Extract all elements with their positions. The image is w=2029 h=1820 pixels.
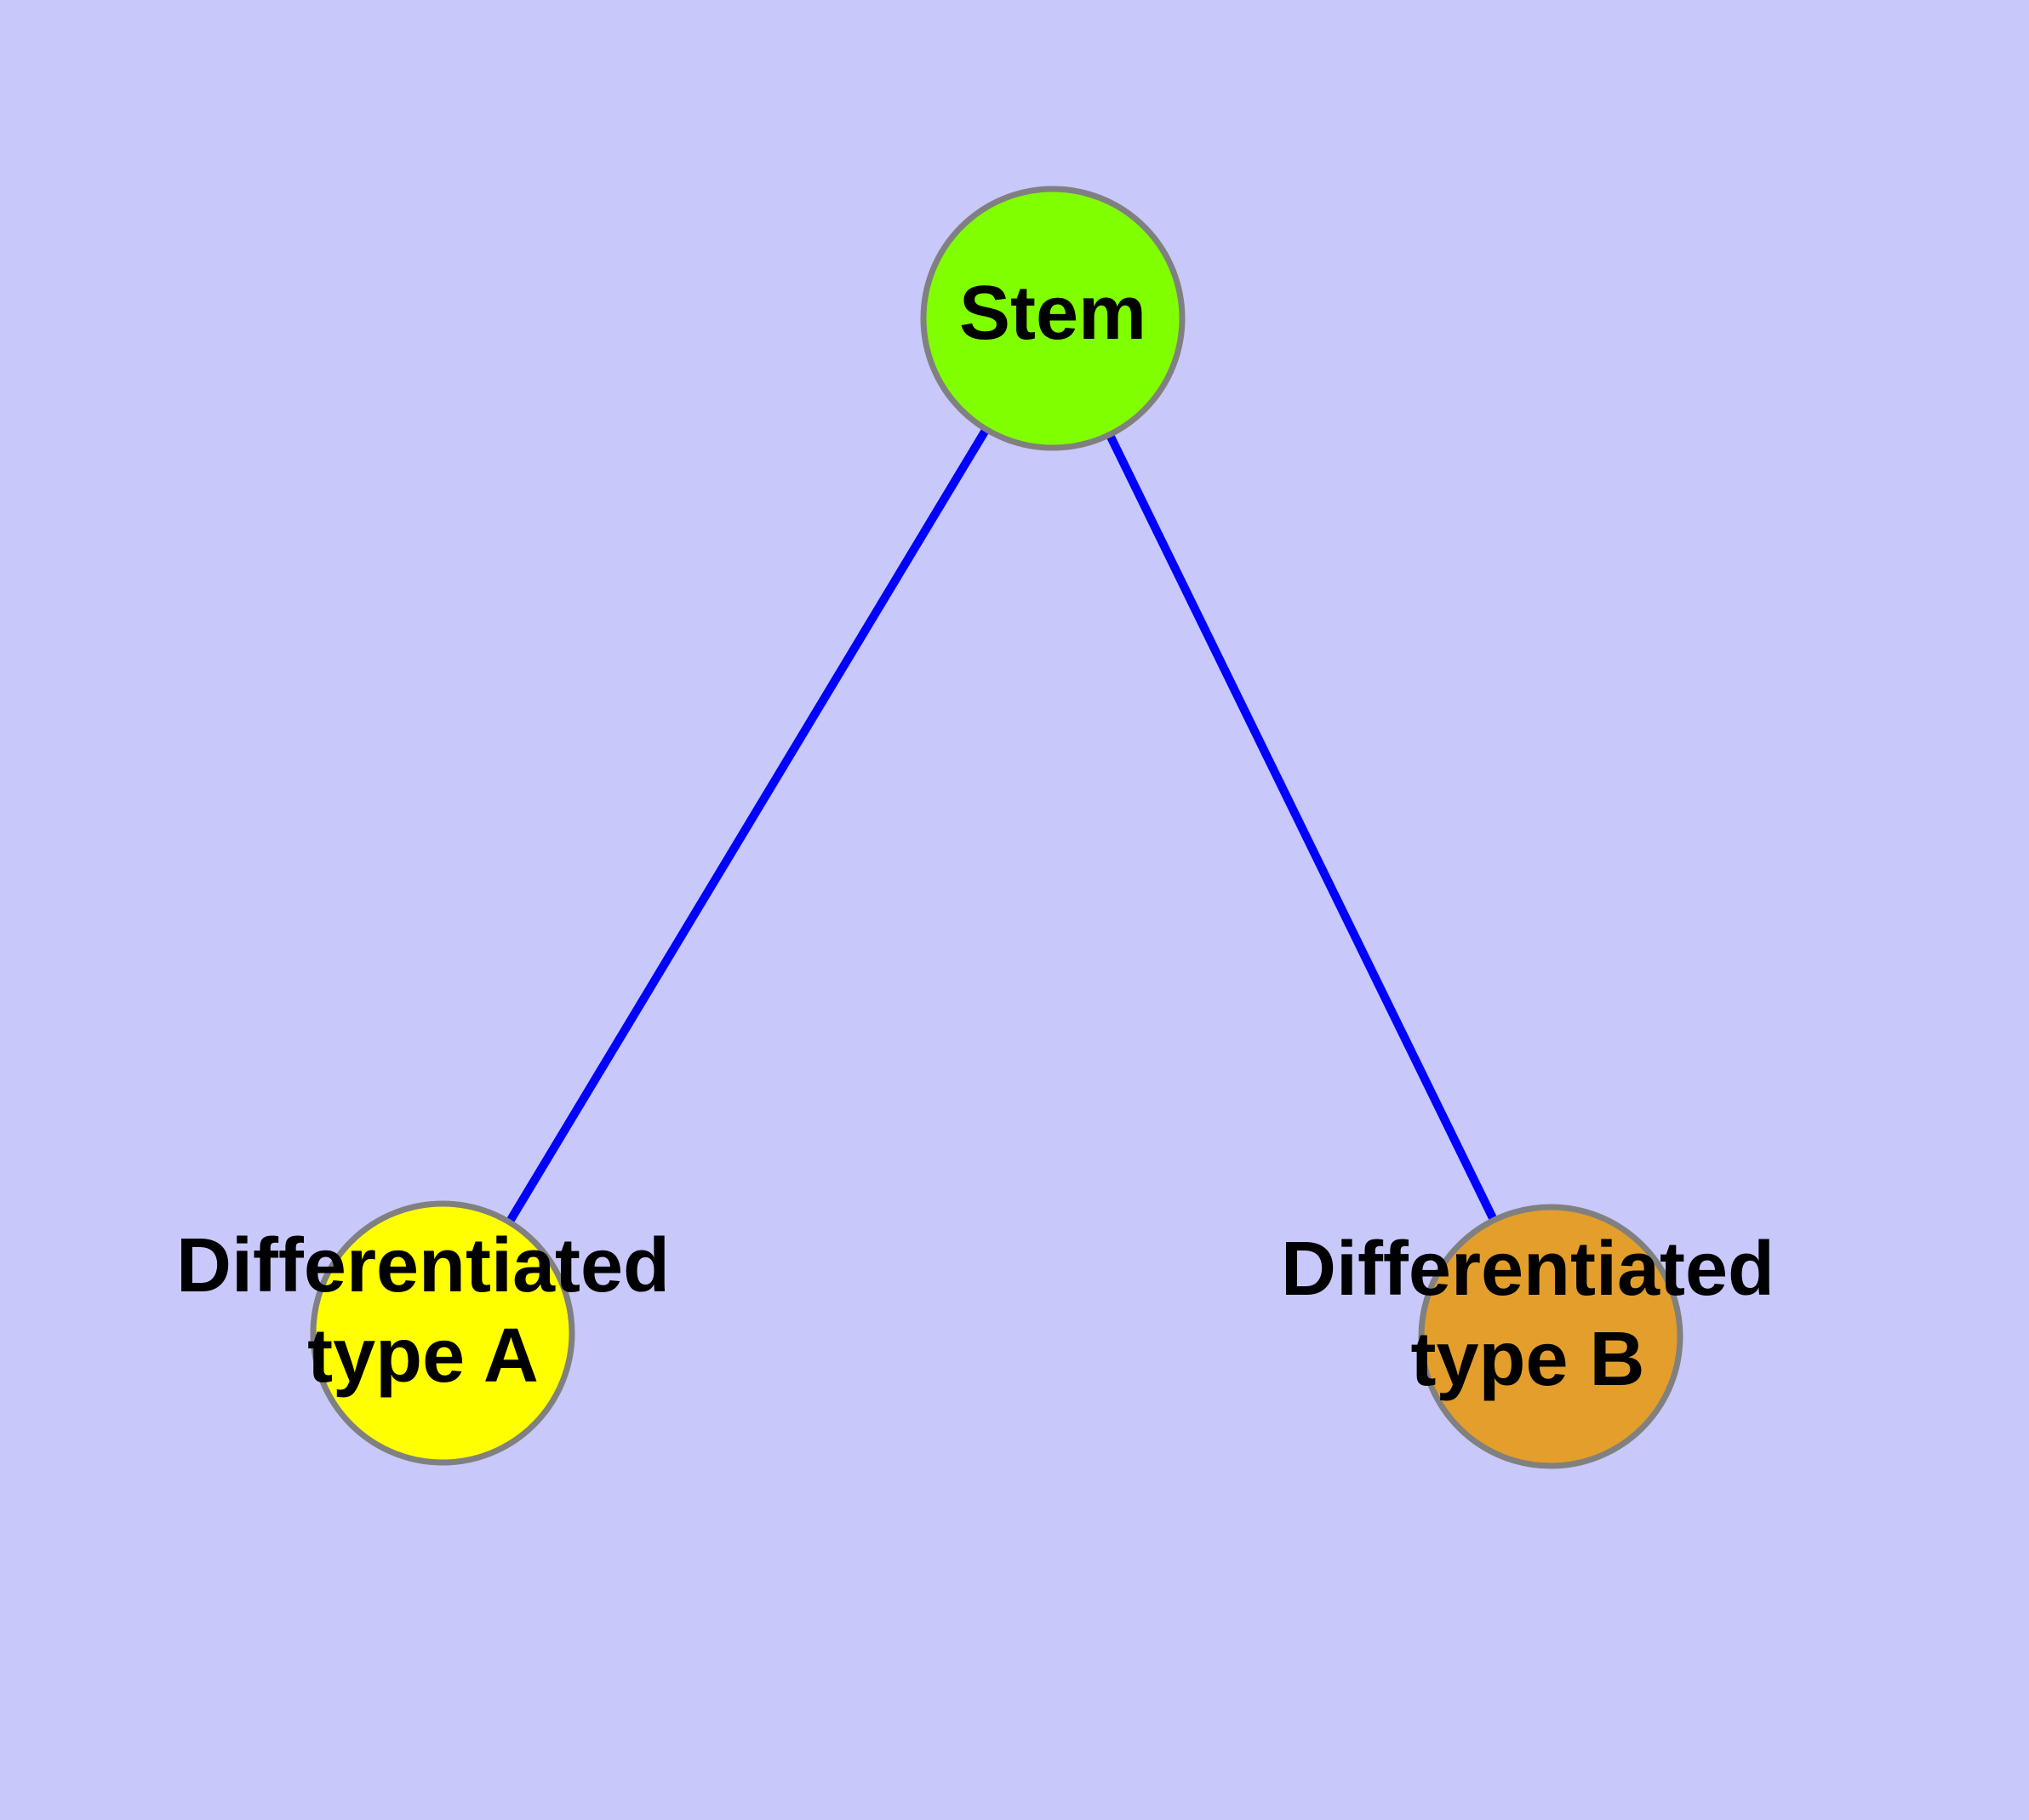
- label-line: type A: [307, 1313, 539, 1399]
- label-line: Stem: [959, 271, 1146, 356]
- edges-group: [438, 316, 1555, 1339]
- label-line: type B: [1410, 1317, 1644, 1402]
- label-line: Differentiated: [176, 1223, 670, 1308]
- label-line: Differentiated: [1281, 1227, 1775, 1312]
- graph-node-diff-b[interactable]: [1418, 1204, 1683, 1469]
- graph-edge-stem-to-a[interactable]: [438, 316, 1057, 1336]
- graph-node-diff-a[interactable]: [310, 1200, 575, 1466]
- nodes-group: [310, 186, 1683, 1469]
- graph-node-label-stem: Stem: [959, 271, 1146, 356]
- graph-edge-stem-to-b[interactable]: [1049, 316, 1555, 1339]
- graph-node-stem[interactable]: [920, 186, 1186, 451]
